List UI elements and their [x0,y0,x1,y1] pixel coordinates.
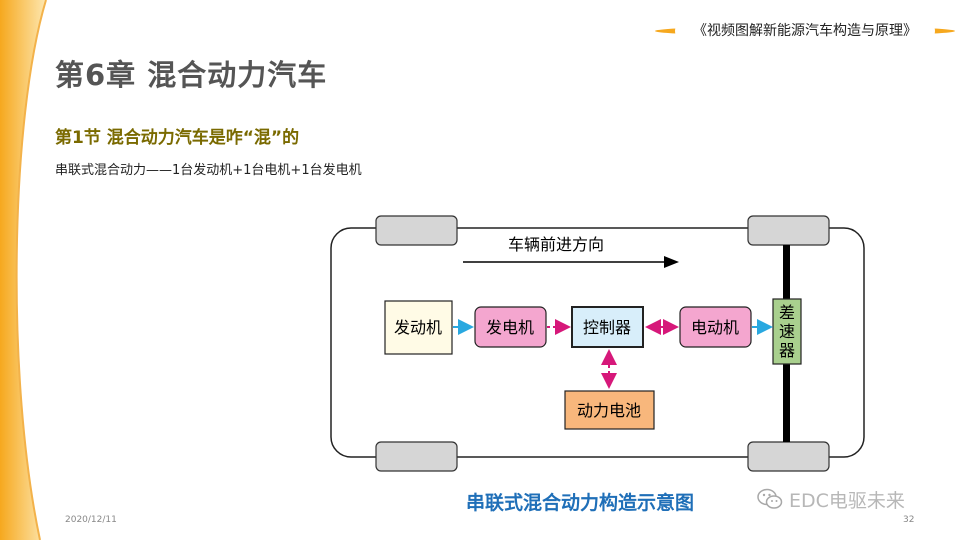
controller-label: 控制器 [583,318,631,337]
chapter-title: 第6章 混合动力汽车 [55,58,328,92]
motor-label: 电动机 [691,318,739,337]
diagram-caption: 串联式混合动力构造示意图 [466,492,695,512]
generator-block [474,306,547,348]
wheel-rear-right [747,441,830,472]
book-title: 《视频图解新能源汽车构造与原理》 [693,23,917,39]
header-banner [655,21,955,41]
generator-label: 发电机 [486,318,534,337]
differential-block [772,298,802,365]
footer-date: 2020/12/11 [65,515,117,525]
section-title: 第1节 混合动力汽车是咋“混”的 [55,128,300,148]
decorative-arc [0,0,47,540]
wheel-rear-left [375,441,458,472]
direction-label: 车辆前进方向 [508,235,604,254]
battery-block [564,390,655,430]
differential-char-1: 差 [779,303,795,322]
wechat-icon [757,488,783,509]
engine-label: 发动机 [394,318,442,337]
motor-block [679,306,752,348]
engine-block [384,300,453,355]
chassis-outline [330,227,865,458]
page-number: 32 [903,515,915,525]
differential-char-3: 器 [779,341,795,360]
battery-label: 动力电池 [577,401,641,420]
wheel-front-left [375,215,458,246]
controller-block [571,306,644,348]
watermark: EDC电驱未来 [757,484,905,514]
subtitle: 串联式混合动力——1台发动机+1台电机+1台发电机 [55,163,362,178]
wheel-front-right [747,215,830,246]
differential-char-2: 速 [779,322,795,341]
watermark-text: EDC电驱未来 [789,489,905,512]
